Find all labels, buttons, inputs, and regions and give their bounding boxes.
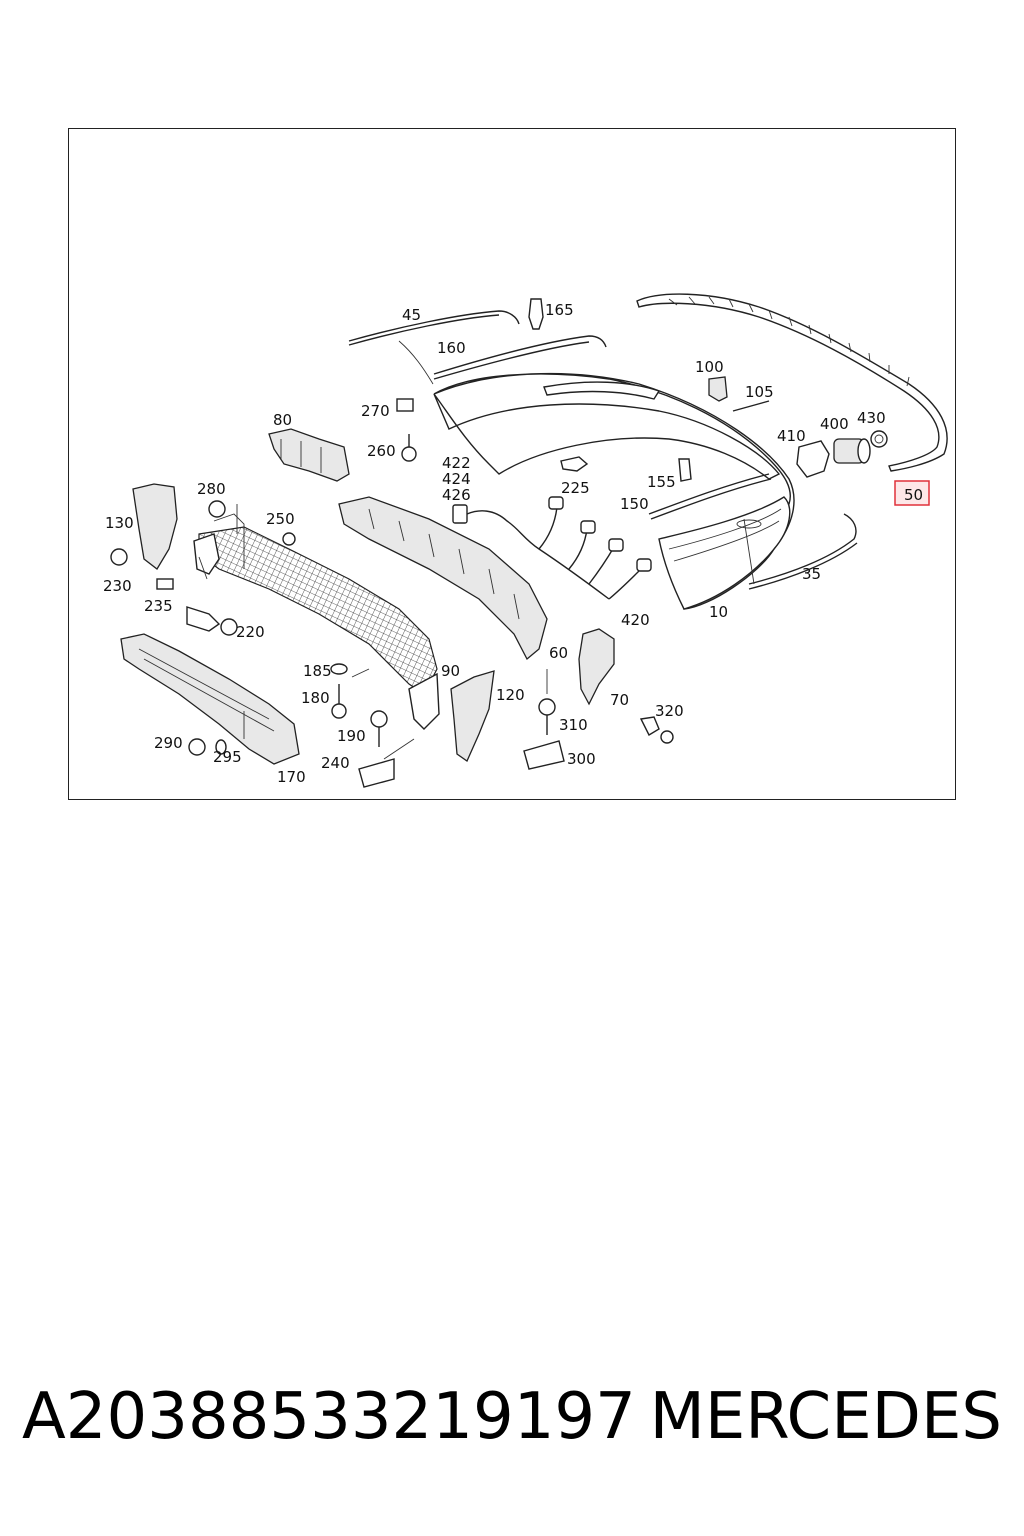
screw-part-260 — [401, 434, 417, 462]
callout-280: 280 — [197, 480, 226, 498]
clip-part-165 — [528, 298, 544, 330]
callout-70: 70 — [610, 691, 629, 709]
callout-410: 410 — [777, 427, 806, 445]
washer-part-250 — [282, 532, 296, 546]
clip-part-225 — [560, 456, 589, 472]
clip-part-105 — [732, 400, 770, 412]
screw-part-190 — [370, 710, 388, 747]
callout-155: 155 — [647, 473, 676, 491]
nut-part-230 — [110, 548, 128, 566]
callout-424: 424 — [442, 470, 471, 488]
highlight-box-50 — [894, 480, 930, 506]
nut-part-290 — [188, 738, 206, 756]
callout-300: 300 — [567, 750, 596, 768]
sensor-harness-part-420 — [452, 496, 652, 600]
callout-422: 422 — [442, 454, 471, 472]
callout-labels: 10 35 45 50 60 70 80 90 100 105 120 130 … — [103, 301, 930, 786]
callout-290: 290 — [154, 734, 183, 752]
side-strip-part-35 — [748, 513, 858, 590]
energy-absorber-part-60 — [338, 496, 548, 661]
lower-trim-strip-part-50 — [636, 293, 948, 472]
callout-235: 235 — [144, 597, 173, 615]
callout-260: 260 — [367, 442, 396, 460]
callout-270: 270 — [361, 402, 390, 420]
callout-420: 420 — [621, 611, 650, 629]
washer-part-295 — [215, 739, 227, 755]
callout-165: 165 — [545, 301, 574, 319]
callout-185: 185 — [303, 662, 332, 680]
bracket-part-100 — [708, 376, 728, 402]
callout-45: 45 — [402, 306, 421, 324]
clip-part-270 — [396, 398, 414, 412]
callout-50: 50 — [904, 486, 923, 504]
callout-80: 80 — [273, 411, 292, 429]
callout-400: 400 — [820, 415, 849, 433]
callout-225: 225 — [561, 479, 590, 497]
callout-60: 60 — [549, 644, 568, 662]
lower-bar-part-170 — [120, 633, 300, 765]
leader-lines — [198, 340, 755, 760]
callout-10: 10 — [709, 603, 728, 621]
screw-part-310 — [538, 698, 556, 735]
bolt-part-180 — [331, 684, 347, 719]
bumper-cover-part-10 — [433, 372, 795, 610]
nut-part-300 — [523, 740, 565, 770]
callout-430: 430 — [857, 409, 886, 427]
callout-310: 310 — [559, 716, 588, 734]
callout-250: 250 — [266, 510, 295, 528]
callout-230: 230 — [103, 577, 132, 595]
bracket-part-80 — [268, 428, 350, 482]
bumper-carrier-part-90 — [193, 526, 440, 730]
callout-105: 105 — [745, 383, 774, 401]
clip-part-320 — [639, 716, 674, 744]
nut-part-280 — [208, 500, 226, 518]
grommet-part-430 — [870, 430, 888, 448]
callout-320: 320 — [655, 702, 684, 720]
callout-120: 120 — [496, 686, 525, 704]
callout-150: 150 — [620, 495, 649, 513]
bracket-part-130 — [132, 483, 178, 570]
trim-strip-part-160 — [433, 335, 607, 380]
callout-180: 180 — [301, 689, 330, 707]
callout-170: 170 — [277, 768, 306, 786]
rivet-part-220 — [186, 606, 238, 636]
sensor-holder-part-410 — [796, 440, 830, 478]
exploded-parts-diagram: 10 35 45 50 60 70 80 90 100 105 120 130 … — [103, 293, 948, 788]
callout-240: 240 — [321, 754, 350, 772]
callout-35: 35 — [802, 565, 821, 583]
callout-220: 220 — [236, 623, 265, 641]
side-bracket-part-70 — [578, 628, 615, 706]
parts-diagram-frame: 10 35 45 50 60 70 80 90 100 105 120 130 … — [68, 128, 956, 800]
chrome-strip-part-150 — [648, 473, 772, 520]
footer: A20388533219197 MERCEDES — [0, 1380, 1024, 1470]
callout-160: 160 — [437, 339, 466, 357]
part-number: A20388533219197 — [22, 1380, 636, 1454]
washer-part-185 — [330, 663, 348, 675]
callout-130: 130 — [105, 514, 134, 532]
callout-100: 100 — [695, 358, 724, 376]
nut-part-240 — [358, 758, 395, 788]
side-bracket-part-120 — [450, 670, 495, 762]
callout-295: 295 — [213, 748, 242, 766]
sensor-part-400 — [833, 438, 871, 464]
callout-426: 426 — [442, 486, 471, 504]
callout-90: 90 — [441, 662, 460, 680]
callout-190: 190 — [337, 727, 366, 745]
brand-name: MERCEDES — [649, 1380, 1002, 1454]
upper-moulding-part-45 — [348, 310, 520, 346]
clip-part-235 — [156, 578, 174, 590]
clip-part-155 — [678, 458, 692, 482]
